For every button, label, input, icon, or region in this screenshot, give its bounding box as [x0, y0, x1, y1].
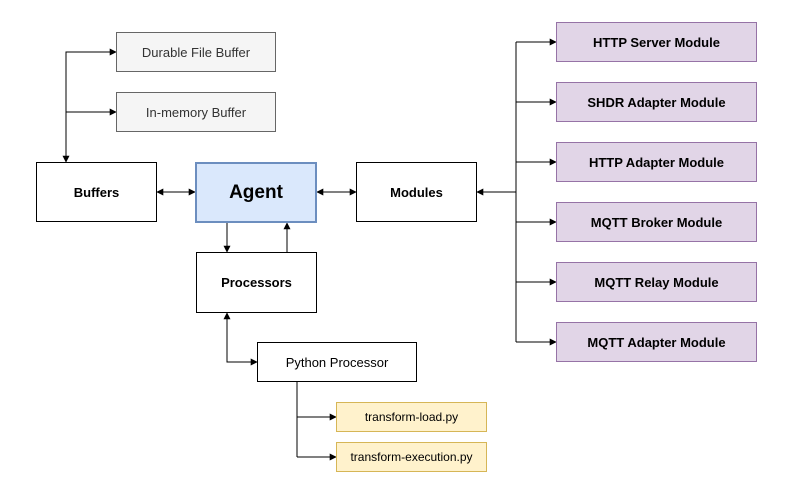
shdr-adapter-module-node[interactable]: SHDR Adapter Module	[556, 82, 757, 122]
http-adapter-module-node[interactable]: HTTP Adapter Module	[556, 142, 757, 182]
transform-load-script-node[interactable]: transform-load.py	[336, 402, 487, 432]
durable-file-buffer-node[interactable]: Durable File Buffer	[116, 32, 276, 72]
python-processor-node[interactable]: Python Processor	[257, 342, 417, 382]
transform-execution-script-node[interactable]: transform-execution.py	[336, 442, 487, 472]
mqtt-adapter-module-node[interactable]: MQTT Adapter Module	[556, 322, 757, 362]
mqtt-broker-module-node[interactable]: MQTT Broker Module	[556, 202, 757, 242]
http-server-module-node[interactable]: HTTP Server Module	[556, 22, 757, 62]
edge-processors-python	[223, 312, 258, 366]
processors-node[interactable]: Processors	[196, 252, 317, 313]
mqtt-relay-module-node[interactable]: MQTT Relay Module	[556, 262, 757, 302]
in-memory-buffer-node[interactable]: In-memory Buffer	[116, 92, 276, 132]
edge-buffers-durable	[62, 48, 117, 163]
agent-node[interactable]: Agent	[195, 162, 317, 223]
modules-node[interactable]: Modules	[356, 162, 477, 222]
buffers-node[interactable]: Buffers	[36, 162, 157, 222]
